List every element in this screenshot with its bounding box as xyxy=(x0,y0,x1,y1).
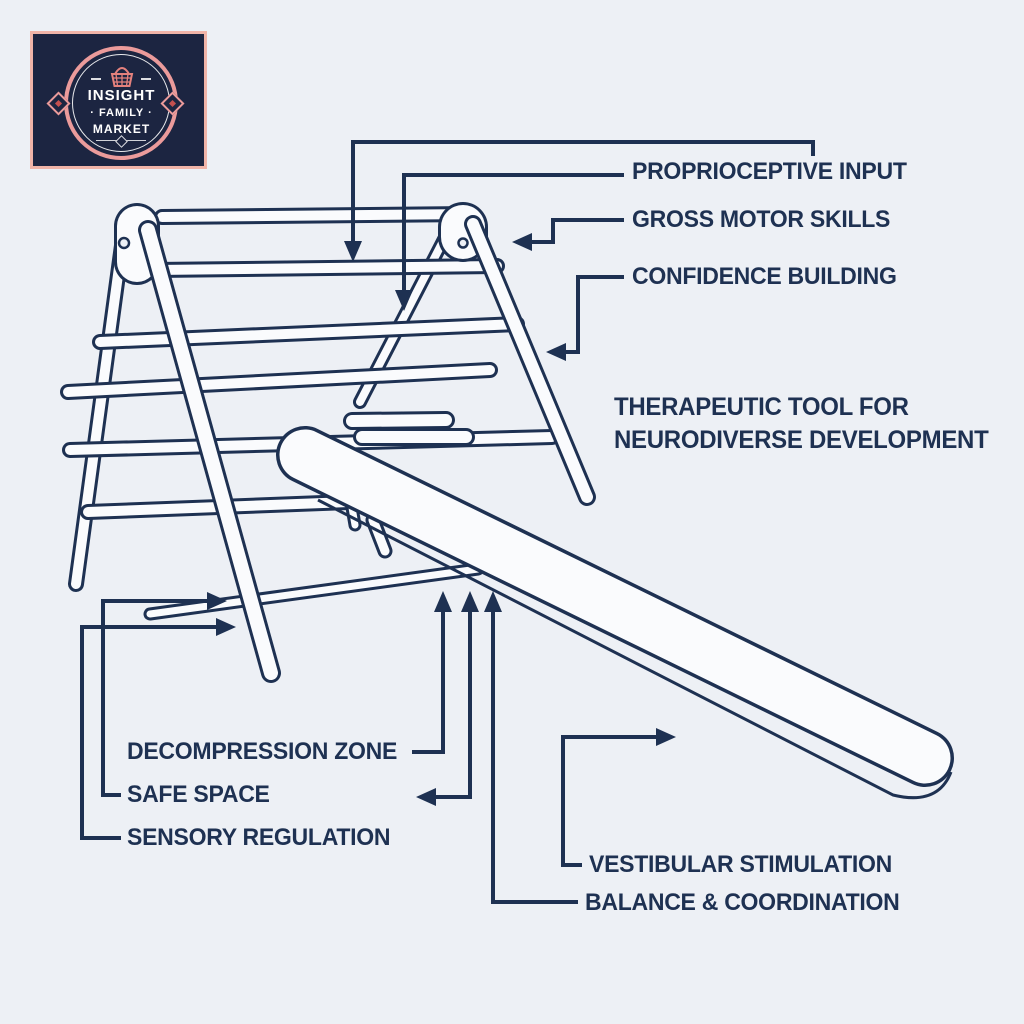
diagram-title: THERAPEUTIC TOOL FOR NEURODIVERSE DEVELO… xyxy=(614,391,989,457)
left-hinge-ear xyxy=(114,203,160,285)
arrow-up-icon xyxy=(484,591,502,612)
arrow-down-icon xyxy=(344,241,362,262)
arrow-right-icon xyxy=(656,728,676,746)
slide-edge-thickness xyxy=(317,498,953,800)
arrow-left-icon xyxy=(546,343,566,361)
logo-text-market: MARKET xyxy=(92,122,151,136)
logo-flourish xyxy=(96,140,146,148)
logo-dash-left xyxy=(91,78,101,80)
logo-text-insight: INSIGHT xyxy=(87,87,156,104)
label-balance-coordination: BALANCE & COORDINATION xyxy=(585,889,900,916)
arrow-up-icon xyxy=(461,591,479,612)
label-proprioceptive-input: PROPRIOCEPTIVE INPUT xyxy=(632,158,907,185)
arrow-left-icon xyxy=(416,788,436,806)
logo-dash-right xyxy=(141,78,151,80)
arrow-up-icon xyxy=(434,591,452,612)
label-confidence-building: CONFIDENCE BUILDING xyxy=(632,263,897,290)
arrow-right-icon xyxy=(216,618,236,636)
callout-lines xyxy=(80,140,815,904)
label-sensory-regulation: SENSORY REGULATION xyxy=(127,824,391,851)
label-gross-motor-skills: GROSS MOTOR SKILLS xyxy=(632,206,891,233)
triangle-frame xyxy=(60,202,596,683)
arrow-down-icon xyxy=(395,290,413,311)
right-hinge-ear xyxy=(438,202,488,262)
logo-text-family: · FAMILY · xyxy=(90,107,153,119)
label-safe-space: SAFE SPACE xyxy=(127,781,270,808)
diagram-title-line1: THERAPEUTIC TOOL FOR xyxy=(614,393,909,421)
label-vestibular-stimulation: VESTIBULAR STIMULATION xyxy=(589,851,892,878)
arrow-right-icon xyxy=(207,592,227,610)
diagram-title-line2: NEURODIVERSE DEVELOPMENT xyxy=(614,426,989,454)
shopping-basket-icon xyxy=(110,67,134,87)
label-decompression-zone: DECOMPRESSION ZONE xyxy=(127,738,398,765)
slide-ramp xyxy=(276,411,954,800)
brand-logo: INSIGHT · FAMILY · MARKET xyxy=(30,31,207,169)
arrow-left-icon xyxy=(512,233,532,251)
